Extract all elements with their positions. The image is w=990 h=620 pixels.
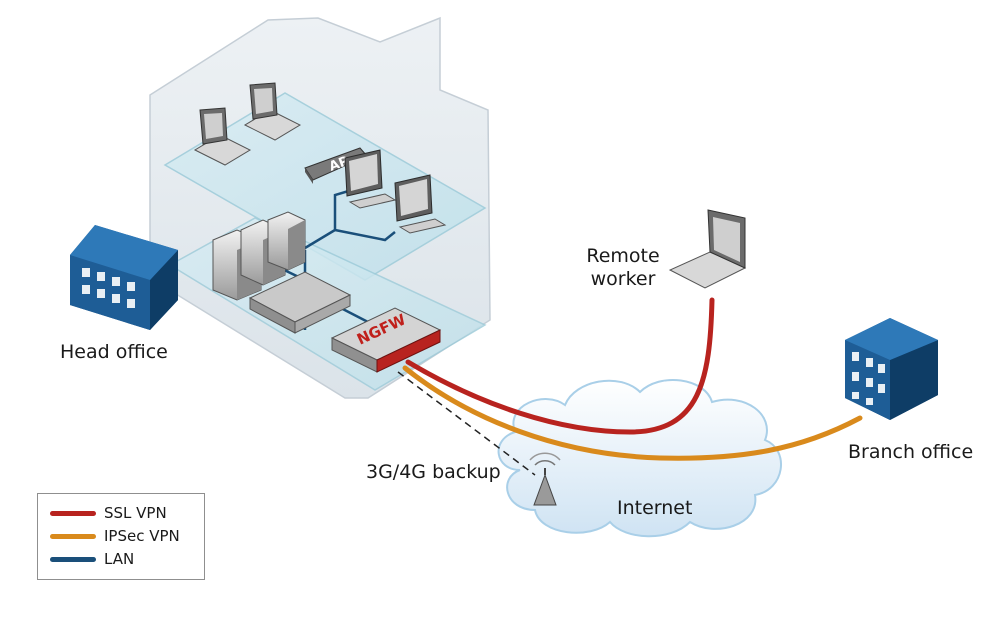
switch-icon (248, 271, 352, 334)
backup-link (397, 371, 536, 476)
legend-item-ipsec-vpn: IPSec VPN (50, 526, 180, 546)
legend-label: IPSec VPN (104, 527, 180, 545)
cell-tower-icon (529, 452, 561, 506)
desktop-icon (394, 174, 447, 234)
building-icon (845, 318, 938, 420)
legend-label: SSL VPN (104, 504, 167, 522)
legend-label: LAN (104, 550, 135, 568)
internet-label: Internet (617, 497, 693, 519)
firewall-icon: NGFW (330, 307, 442, 373)
branch-office-label: Branch office (848, 441, 974, 463)
laptop-icon (243, 82, 302, 141)
laptop-icon (193, 107, 252, 166)
ssl-vpn-link (405, 297, 715, 435)
laptop-icon (668, 209, 747, 289)
desktop-icon (344, 149, 397, 209)
legend: SSL VPN IPSec VPN LAN (37, 493, 205, 580)
legend-swatch (50, 533, 96, 539)
building-icon (70, 225, 178, 330)
ipsec-vpn-link (402, 365, 863, 461)
head-office-label: Head office (60, 341, 168, 363)
backup-label: 3G/4G backup (366, 461, 501, 483)
remote-worker-label-line1: Remote (586, 245, 660, 267)
legend-swatch (50, 556, 96, 562)
server-icon (212, 211, 306, 301)
legend-item-lan: LAN (50, 549, 134, 569)
legend-swatch (50, 510, 96, 516)
remote-worker-label-line2: worker (590, 268, 656, 290)
legend-item-ssl-vpn: SSL VPN (50, 503, 167, 523)
